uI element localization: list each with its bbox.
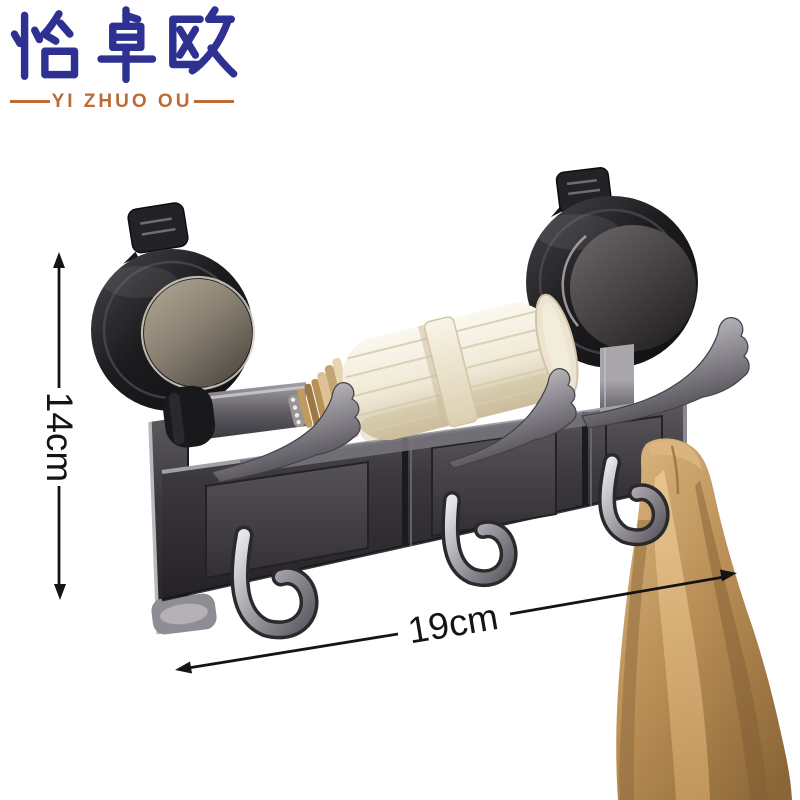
brand-name-chinese: 怡卓欧: [8, 6, 256, 84]
bracket-foot: [151, 593, 217, 635]
hanzi-yi: [10, 10, 79, 80]
support-arm-1: [210, 382, 361, 483]
brand-name-latin-text: YI ZHUO OU: [51, 91, 193, 112]
width-dimension-label: 19cm: [405, 596, 501, 651]
brand-name-latin: YI ZHUO OU: [8, 92, 236, 111]
umbrella: [288, 293, 579, 443]
towel-rod: [162, 382, 307, 448]
logo-dash-right: [194, 100, 235, 103]
arrowhead-down-icon: [54, 584, 66, 600]
arrowhead-left-icon: [175, 661, 192, 674]
umbrella-strap: [423, 316, 479, 428]
hook-2: [441, 491, 518, 587]
hanzi-ou: [169, 6, 238, 78]
brand-name-chinese-art: [10, 6, 238, 84]
support-arm-3: [581, 317, 750, 429]
brand-logo: 怡卓欧: [8, 6, 256, 111]
umbrella-collar: [288, 394, 306, 428]
dimension-height: 14cm: [39, 252, 80, 600]
hook-1: [230, 525, 319, 640]
hook-3: [598, 453, 670, 547]
suction-cup-left: [91, 249, 256, 411]
support-arm-2: [446, 368, 577, 469]
arrowhead-right-icon: [720, 569, 737, 582]
hanzi-zhuo: [97, 6, 157, 84]
rod-end-cap: [162, 385, 216, 448]
suction-tab-left: [123, 202, 189, 264]
height-dimension-label: 14cm: [39, 392, 80, 482]
logo-dash-left: [9, 100, 50, 103]
arrowhead-up-icon: [53, 252, 65, 268]
